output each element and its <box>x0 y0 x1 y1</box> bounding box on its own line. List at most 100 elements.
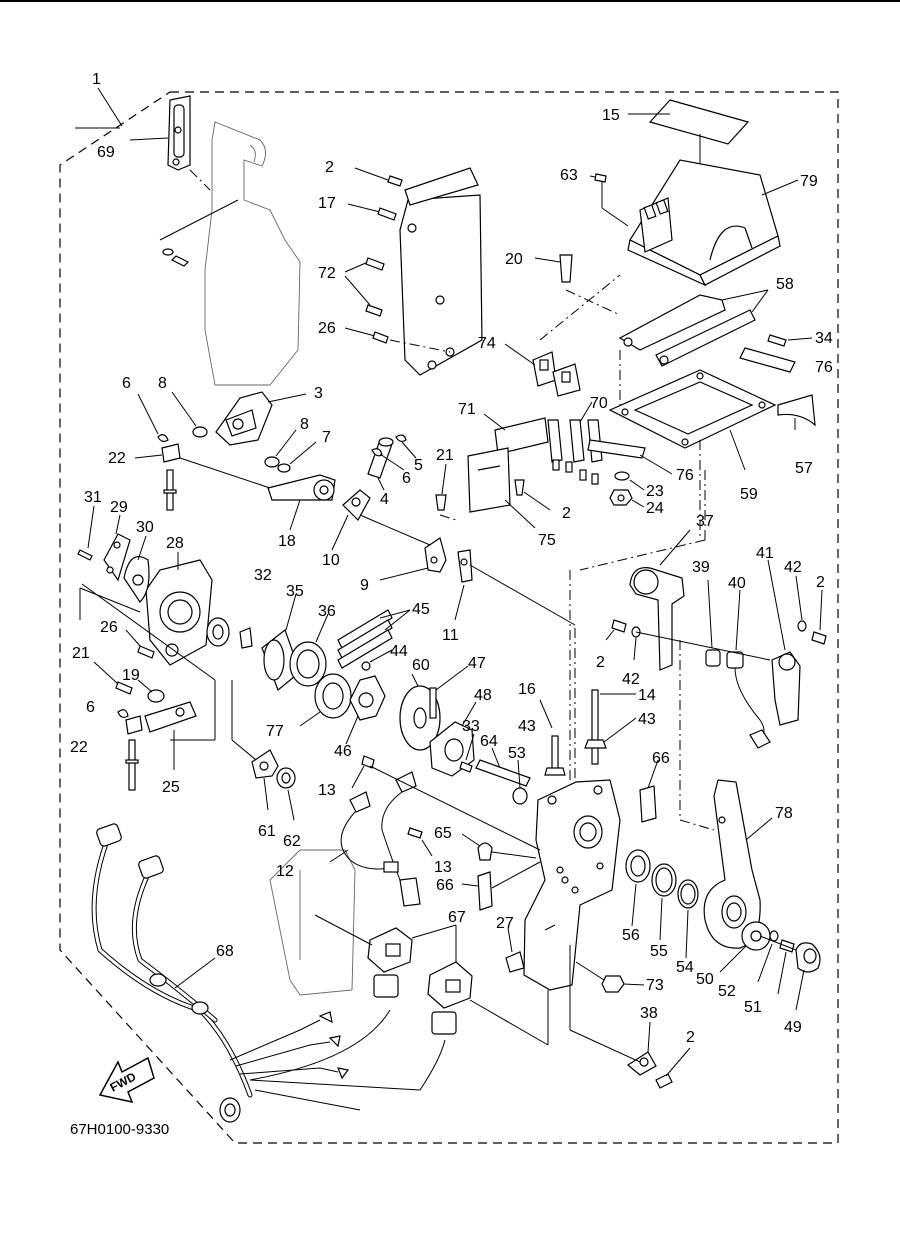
callout-45: 45 <box>412 601 430 618</box>
callout-labels: 1 69 2 17 72 26 15 63 79 20 58 34 76 74 … <box>70 71 833 1046</box>
callout-2c: 2 <box>686 1029 695 1046</box>
part-lever-cap <box>795 942 821 973</box>
callout-43b: 43 <box>638 711 656 728</box>
callout-22: 22 <box>108 450 126 467</box>
callout-20: 20 <box>505 251 523 268</box>
callout-24: 24 <box>646 500 664 517</box>
part-link-arm <box>267 474 336 501</box>
callout-53: 53 <box>508 745 526 762</box>
callout-67: 67 <box>448 909 466 926</box>
callout-22b: 22 <box>70 739 88 756</box>
part-housing-plate <box>145 559 213 666</box>
part-connector-lower <box>427 961 473 1009</box>
callout-78: 78 <box>775 805 793 822</box>
part-seal-ring <box>314 673 352 719</box>
callout-36: 36 <box>318 603 336 620</box>
callout-52: 52 <box>718 983 736 1000</box>
callout-66b: 66 <box>436 877 454 894</box>
callout-32: 32 <box>254 567 272 584</box>
callout-29: 29 <box>110 499 128 516</box>
callout-69: 69 <box>97 144 115 161</box>
part-pin-rod-lower <box>125 715 143 791</box>
callout-16: 16 <box>518 681 536 698</box>
part-friction-ring <box>289 641 327 687</box>
part-clip-small <box>505 951 525 973</box>
part-detent-bracket <box>424 537 447 573</box>
part-lever-bracket <box>215 391 273 446</box>
callout-49: 49 <box>784 1019 802 1036</box>
callout-15: 15 <box>602 107 620 124</box>
callout-64: 64 <box>480 733 498 750</box>
part-slider-strip <box>739 347 796 373</box>
callout-46: 46 <box>334 743 352 760</box>
callout-2b: 2 <box>562 505 571 522</box>
callout-76b: 76 <box>676 467 694 484</box>
part-switch-assembly <box>532 351 581 397</box>
callout-74: 74 <box>478 335 496 352</box>
callout-34: 34 <box>815 330 833 347</box>
part-control-lever-arm <box>703 779 761 949</box>
callout-5: 5 <box>414 457 423 474</box>
callout-66: 66 <box>652 750 670 767</box>
part-wave-washer <box>651 863 677 897</box>
part-friction-plates <box>337 609 393 669</box>
callout-17: 17 <box>318 195 336 212</box>
assembly-boundary <box>59 91 839 1144</box>
callout-30: 30 <box>136 519 154 536</box>
callout-47: 47 <box>468 655 486 672</box>
phantom-handle <box>204 121 301 386</box>
callout-38: 38 <box>640 1005 658 1022</box>
callout-39: 39 <box>692 559 710 576</box>
part-guide-brackets <box>618 294 756 367</box>
callout-68: 68 <box>216 943 234 960</box>
callout-60: 60 <box>412 657 430 674</box>
callout-59: 59 <box>740 486 758 503</box>
callout-8: 8 <box>158 375 167 392</box>
callout-8b: 8 <box>300 416 309 433</box>
part-pin-long <box>429 687 437 719</box>
callout-3: 3 <box>314 385 323 402</box>
callout-13b: 13 <box>434 859 452 876</box>
part-cam-plate <box>103 533 131 582</box>
part-label-plate <box>648 99 750 145</box>
callout-41: 41 <box>756 545 774 562</box>
part-wiring-harness <box>91 823 457 1123</box>
callout-21: 21 <box>436 447 454 464</box>
phantom-lever-body <box>269 849 356 996</box>
callout-79: 79 <box>800 173 818 190</box>
callout-4: 4 <box>380 491 389 508</box>
callout-33: 33 <box>462 718 480 735</box>
part-control-body <box>523 779 621 991</box>
part-shift-link-plate <box>144 701 197 733</box>
callout-19: 19 <box>122 667 140 684</box>
callout-48: 48 <box>474 687 492 704</box>
part-switch-with-lead <box>726 651 771 749</box>
part-detent-spring <box>457 549 473 583</box>
callout-51: 51 <box>744 999 762 1016</box>
part-switch-plate <box>494 417 549 455</box>
callout-50: 50 <box>696 971 714 988</box>
callout-71: 71 <box>458 401 476 418</box>
part-wire-leads <box>547 419 603 485</box>
callout-26: 26 <box>318 320 336 337</box>
part-switch-connector <box>705 649 721 667</box>
callout-63: 63 <box>560 167 578 184</box>
callout-27: 27 <box>496 915 514 932</box>
callout-31: 31 <box>84 489 102 506</box>
part-lead-wire <box>340 771 421 907</box>
callout-44: 44 <box>390 643 408 660</box>
callout-61: 61 <box>258 823 276 840</box>
callout-40: 40 <box>728 575 746 592</box>
small-screws-top-left <box>162 248 190 267</box>
part-bushing <box>512 787 528 805</box>
callout-42b: 42 <box>622 671 640 688</box>
callout-6: 6 <box>122 375 131 392</box>
callout-10: 10 <box>322 552 340 569</box>
part-cam-disk <box>123 556 150 603</box>
part-roller <box>206 617 230 647</box>
callout-12: 12 <box>276 863 294 880</box>
callout-75: 75 <box>538 532 556 549</box>
callout-18: 18 <box>278 533 296 550</box>
callout-11: 11 <box>442 627 459 644</box>
